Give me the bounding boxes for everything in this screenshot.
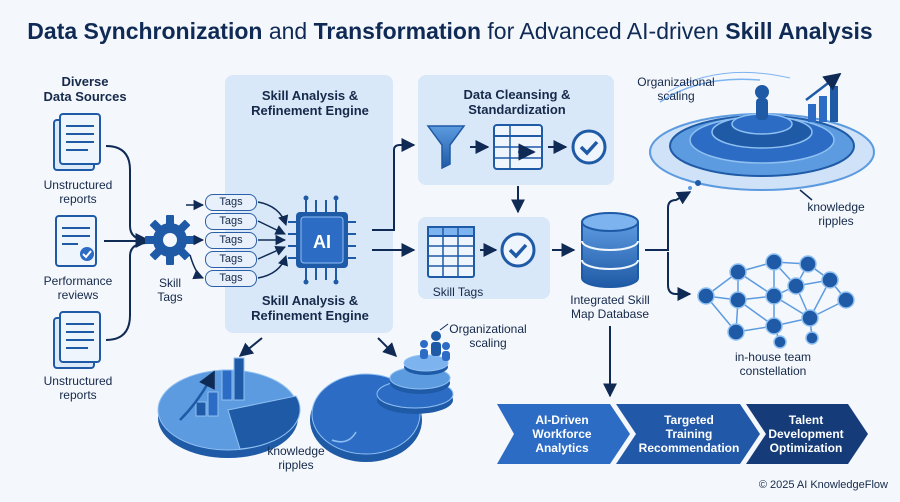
outcome-chevron-3 (746, 404, 868, 464)
knowledge-ripples-label-right: knowledge ripples (807, 200, 865, 228)
sources-heading: Diverse Data Sources (43, 74, 127, 104)
skill-tags-table-icon (427, 226, 475, 278)
tag-pill: Tags (205, 213, 257, 230)
outcome-chevron-1 (497, 404, 630, 464)
skill-tags-label: Skill Tags (432, 285, 484, 299)
cleansing-title: Data Cleansing & Standardization (463, 87, 571, 117)
database-icon (581, 212, 639, 288)
knowledge-ripples-label-bottom: knowledge ripples (267, 444, 325, 472)
engine-title-top: Skill Analysis & Refinement Engine (251, 88, 369, 118)
source-label-1: Unstructured reports (43, 178, 113, 206)
ai-chip-icon: AI (288, 195, 356, 285)
knowledge-ripples-icon (310, 331, 454, 462)
page-title: Data Synchronization and Transformation … (27, 18, 873, 44)
tag-pill: Tags (205, 232, 257, 249)
document-icon-1 (53, 113, 101, 171)
tag-pill: Tags (205, 251, 257, 268)
table-icon (493, 124, 543, 170)
outcome-label-3: Talent Development Optimization (768, 413, 844, 455)
tag-pill: Tags (205, 270, 257, 287)
outcome-label-1: AI-Driven Workforce Analytics (532, 413, 592, 455)
pie-bars-icon (157, 357, 301, 458)
gear-icon (145, 215, 195, 265)
org-scaling-label-bottom: Organizational scaling (449, 322, 527, 350)
source-label-2: Performance reviews (43, 274, 113, 302)
outcome-label-2: Targeted Training Recommendation (638, 413, 740, 455)
document-icon-2 (53, 311, 101, 369)
checkmark-icon (571, 129, 607, 165)
review-document-icon (55, 215, 97, 267)
tag-pill: Tags (205, 194, 257, 211)
gear-label: Skill Tags (157, 276, 183, 304)
copyright: © 2025 AI KnowledgeFlow (758, 479, 888, 491)
source-label-3: Unstructured reports (43, 374, 113, 402)
outcome-chevron-2 (616, 404, 760, 464)
team-label: in-house team constellation (734, 350, 812, 378)
team-network-icon (697, 253, 855, 349)
org-scaling-label-top: Organizational scaling (637, 75, 715, 103)
funnel-icon (426, 125, 466, 170)
engine-title-bottom: Skill Analysis & Refinement Engine (251, 293, 369, 323)
skill-tags-check-icon (500, 232, 536, 268)
ai-chip-label: AI (313, 232, 331, 252)
org-scaling-rings-icon (649, 71, 875, 201)
database-label: Integrated Skill Map Database (570, 293, 650, 321)
